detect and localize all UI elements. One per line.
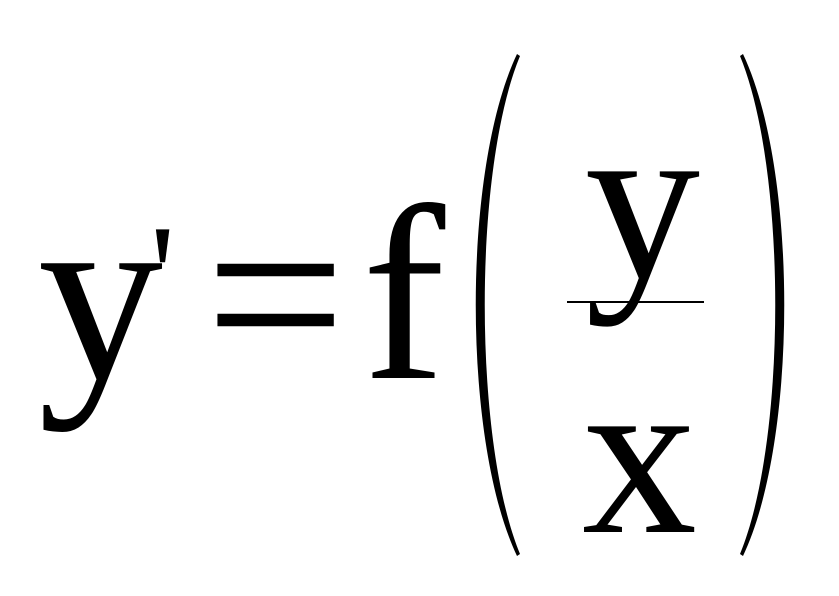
fraction-numerator: y <box>585 72 700 327</box>
equals-sign: = <box>205 156 346 433</box>
fraction-denominator: x <box>582 327 697 582</box>
lhs-variable-y: y <box>38 156 163 433</box>
right-parenthesis <box>740 54 785 556</box>
function-f: f <box>362 156 446 433</box>
fraction-bar <box>567 301 704 303</box>
left-parenthesis <box>475 54 520 556</box>
prime-mark: ' <box>150 197 176 352</box>
